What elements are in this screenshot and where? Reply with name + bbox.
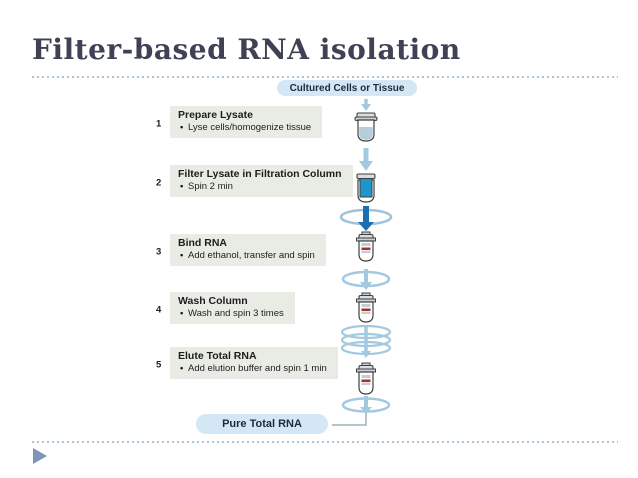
step-number: 2 (156, 177, 162, 189)
spin-column-tube-icon (356, 231, 376, 262)
bullet-marker: • (180, 181, 184, 192)
down-arrow-icon (359, 148, 373, 171)
step-1: 1 Prepare Lysate • Lyse cells/homogenize … (156, 106, 323, 138)
footer-arrow-icon (33, 448, 47, 464)
spin-arrow-icon (339, 206, 393, 231)
result-badge: Pure Total RNA (196, 414, 328, 434)
step-detail-text: Add ethanol, transfer and spin (188, 250, 315, 261)
step-detail: • Add elution buffer and spin 1 min (178, 363, 327, 375)
step-box: Filter Lysate in Filtration Column • Spin… (170, 165, 353, 197)
spin-column-tube-icon (356, 292, 376, 323)
down-arrow-icon (361, 99, 371, 111)
step-number: 4 (156, 304, 162, 316)
filtration-column-tube-icon (356, 173, 376, 203)
title-divider (32, 76, 618, 78)
footer-divider (32, 441, 618, 443)
bullet-marker: • (180, 250, 184, 261)
step-box: Elute Total RNA • Add elution buffer and … (170, 347, 338, 379)
triple-spin-arrow-icon (340, 324, 392, 358)
step-box: Wash Column • Wash and spin 3 times (170, 292, 295, 324)
step-title: Elute Total RNA (178, 350, 257, 362)
step-detail-text: Wash and spin 3 times (188, 308, 284, 319)
spin-column-tube-icon (356, 362, 376, 395)
step-number: 5 (156, 359, 162, 371)
step-box: Bind RNA • Add ethanol, transfer and spin (170, 234, 326, 266)
step-title: Wash Column (178, 295, 248, 307)
step-title: Prepare Lysate (178, 109, 253, 121)
spin-arrow-icon (341, 269, 391, 290)
spin-arrow-icon (341, 396, 391, 414)
step-2: 2 Filter Lysate in Filtration Column • Sp… (156, 165, 353, 197)
step-detail: • Lyse cells/homogenize tissue (178, 122, 311, 134)
step-detail: • Add ethanol, transfer and spin (178, 250, 315, 262)
step-4: 4 Wash Column • Wash and spin 3 times (156, 292, 295, 324)
step-box: Prepare Lysate • Lyse cells/homogenize ti… (170, 106, 323, 138)
step-detail-text: Add elution buffer and spin 1 min (188, 363, 327, 374)
bullet-marker: • (180, 363, 184, 374)
lysate-tube-icon (354, 112, 378, 142)
page-title: Filter-based RNA isolation (32, 33, 461, 66)
step-detail: • Spin 2 min (178, 181, 342, 193)
bullet-marker: • (180, 122, 184, 133)
start-badge: Cultured Cells or Tissue (277, 80, 417, 96)
step-3: 3 Bind RNA • Add ethanol, transfer and sp… (156, 234, 326, 266)
step-number: 1 (156, 118, 162, 130)
step-number: 3 (156, 246, 162, 258)
bullet-marker: • (180, 308, 184, 319)
step-title: Filter Lysate in Filtration Column (178, 168, 342, 180)
step-detail-text: Lyse cells/homogenize tissue (188, 122, 312, 133)
step-title: Bind RNA (178, 237, 227, 249)
step-detail-text: Spin 2 min (188, 181, 233, 192)
step-detail: • Wash and spin 3 times (178, 308, 284, 320)
connector-line (332, 413, 367, 426)
step-5: 5 Elute Total RNA • Add elution buffer an… (156, 347, 338, 379)
protocol-flow-graphic (332, 99, 393, 426)
